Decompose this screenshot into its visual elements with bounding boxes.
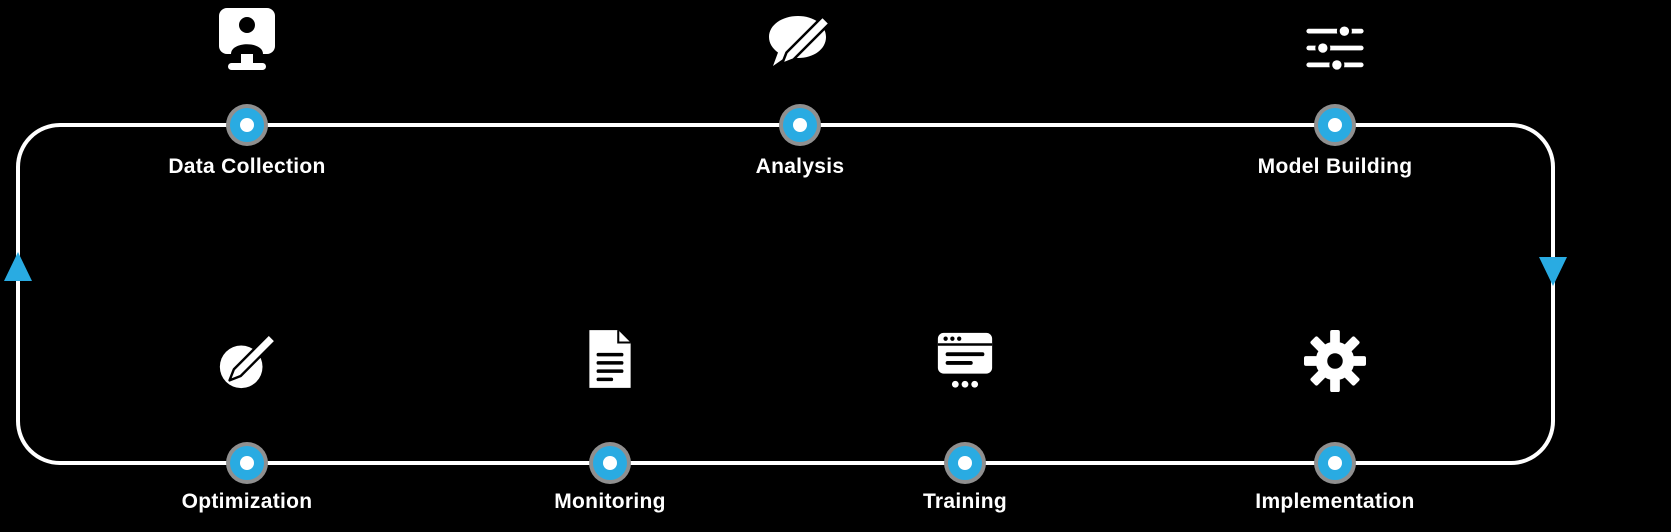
- pencil-circle-icon: [202, 318, 292, 392]
- station-label: Analysis: [755, 155, 845, 178]
- browser-window-icon: [920, 318, 1010, 392]
- station-label: Implementation: [1255, 490, 1415, 513]
- node-marker: [226, 442, 268, 484]
- node-marker: [1314, 442, 1356, 484]
- node-marker: [589, 442, 631, 484]
- station-label: Model Building: [1257, 155, 1413, 178]
- speech-bubble-pencil-icon: [755, 2, 845, 76]
- station-label: Monitoring: [554, 490, 666, 513]
- monitor-user-icon: [202, 2, 292, 76]
- station-label: Data Collection: [168, 155, 326, 178]
- document-icon: [565, 318, 655, 392]
- station-label: Optimization: [181, 490, 313, 513]
- sliders-icon: [1290, 2, 1380, 76]
- arrow-down-icon: [1539, 257, 1567, 286]
- station-label: Training: [922, 490, 1008, 513]
- node-marker: [779, 104, 821, 146]
- arrow-up-icon: [4, 252, 32, 281]
- node-marker: [226, 104, 268, 146]
- gear-icon: [1290, 318, 1380, 392]
- node-marker: [944, 442, 986, 484]
- node-marker: [1314, 104, 1356, 146]
